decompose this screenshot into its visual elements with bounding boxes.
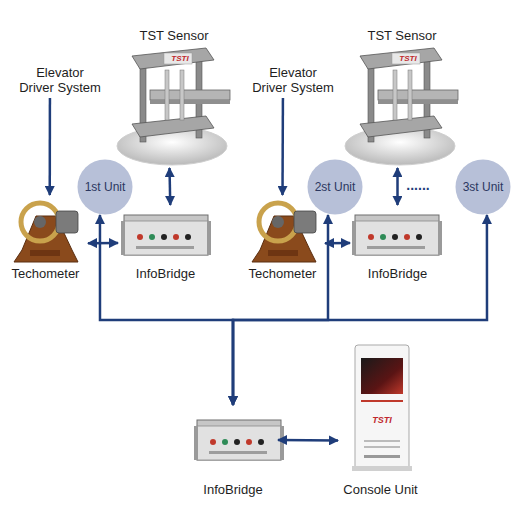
connector-arrow (325, 242, 350, 245)
continuation-dots: ...... (406, 177, 429, 193)
connector-arrow (281, 98, 284, 195)
unit-label: 1st Unit (85, 180, 126, 194)
sensor-unit: TST Sensor (346, 28, 458, 168)
node-label: Elevator Driver System (18, 65, 102, 95)
infobridge-unit: InfoBridge (188, 405, 278, 497)
tachometer-unit: Techometer (3, 195, 88, 281)
node-label: InfoBridge (136, 266, 195, 281)
infobridge-unit: InfoBridge (118, 205, 213, 281)
logo-text: TSTI (399, 54, 416, 63)
sensor-unit: TST Sensor (118, 28, 230, 168)
circle-fill (78, 160, 133, 215)
tachometer-unit: Techometer (240, 195, 325, 281)
connector-arrow (168, 168, 171, 205)
connector-arrow (100, 215, 233, 405)
connector-arrow (396, 168, 399, 205)
connector-arrow (49, 98, 52, 195)
unit-circle: 1st Unit (77, 159, 133, 215)
system-label: Elevator Driver System (18, 62, 102, 98)
unit-label: 3st Unit (463, 180, 504, 194)
circle-fill (308, 160, 363, 215)
node-label: TST Sensor (139, 28, 208, 43)
logo-text: TSTI (171, 54, 188, 63)
console-illustration (352, 345, 412, 471)
connector-arrow (88, 242, 118, 245)
unit-circle: 3st Unit (455, 159, 511, 215)
connector-arrow (278, 439, 338, 442)
node-label: Console Unit (343, 482, 417, 497)
node-label: Techometer (249, 266, 317, 281)
node-label: Elevator Driver System (251, 65, 335, 95)
infobridge-unit: InfoBridge (350, 205, 445, 281)
circle-fill (456, 160, 511, 215)
node-label: TST Sensor (367, 28, 436, 43)
node-label: InfoBridge (203, 482, 262, 497)
system-label: Elevator Driver System (251, 62, 335, 98)
logo-text: TSTI (372, 415, 392, 425)
node-label: InfoBridge (368, 266, 427, 281)
connector-arrow (233, 215, 487, 405)
unit-circle: 2st Unit (307, 159, 363, 215)
unit-label: 2st Unit (315, 180, 356, 194)
node-label: Techometer (12, 266, 80, 281)
connector-arrow (233, 215, 328, 405)
